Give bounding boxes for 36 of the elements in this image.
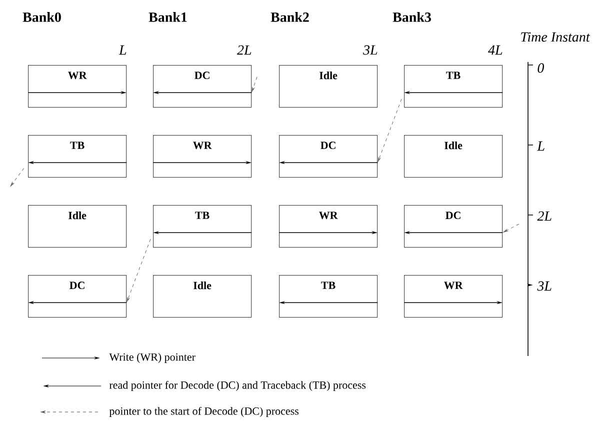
time-label: L (537, 141, 544, 151)
memory-box: TB (153, 205, 252, 248)
start-pointer (378, 98, 402, 162)
memory-box: Idle (28, 205, 127, 248)
legend-text: pointer to the start of Decode (DC) process (109, 406, 298, 418)
time-label: 3L (363, 45, 378, 55)
memory-box: TB (28, 135, 127, 178)
column-header: Bank1 (148, 12, 187, 22)
legend-text: read pointer for Decode (DC) and Traceback (TB) process (109, 380, 366, 392)
memory-box: WR (28, 65, 127, 108)
column-header: Bank0 (22, 12, 61, 22)
time-label: 2L (537, 211, 552, 221)
memory-box: DC (279, 135, 378, 178)
memory-box: DC (28, 275, 127, 318)
time-label: Time Instant (521, 32, 590, 42)
memory-box: Idle (153, 275, 252, 318)
column-header: Bank3 (392, 12, 431, 22)
memory-box: TB (404, 65, 503, 108)
memory-box: WR (153, 135, 252, 178)
time-label: 3L (537, 281, 552, 291)
memory-box: DC (153, 65, 252, 108)
memory-box: Idle (404, 135, 503, 178)
legend-text: Write (WR) pointer (109, 353, 196, 363)
memory-box: WR (279, 205, 378, 248)
start-pointer (126, 238, 151, 302)
start-pointer (252, 76, 258, 92)
time-label: L (118, 45, 126, 55)
memory-box: Idle (279, 65, 378, 108)
time-label: 2L (237, 45, 252, 55)
time-label: 0 (538, 63, 544, 73)
memory-box: WR (404, 275, 503, 318)
memory-box: DC (404, 205, 503, 248)
column-header: Bank2 (270, 12, 309, 22)
memory-box: TB (279, 275, 378, 318)
start-pointer (10, 168, 24, 186)
start-pointer (503, 224, 520, 232)
